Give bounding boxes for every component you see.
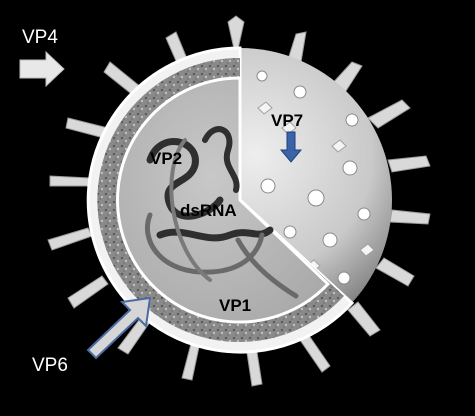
arrow-up-right-icon (86, 296, 152, 360)
arrow-right-icon (19, 50, 65, 88)
label-vp7: VP7 (271, 111, 304, 130)
label-dsrna: dsRNA (180, 201, 237, 220)
label-vp1: VP1 (219, 296, 252, 315)
label-vp4: VP4 (22, 27, 58, 48)
label-vp2: VP2 (150, 149, 183, 168)
surface-pores (256, 70, 371, 285)
dsrna-strands (144, 126, 299, 299)
label-vp6: VP6 (32, 355, 68, 376)
arrow-down-icon (279, 131, 303, 163)
